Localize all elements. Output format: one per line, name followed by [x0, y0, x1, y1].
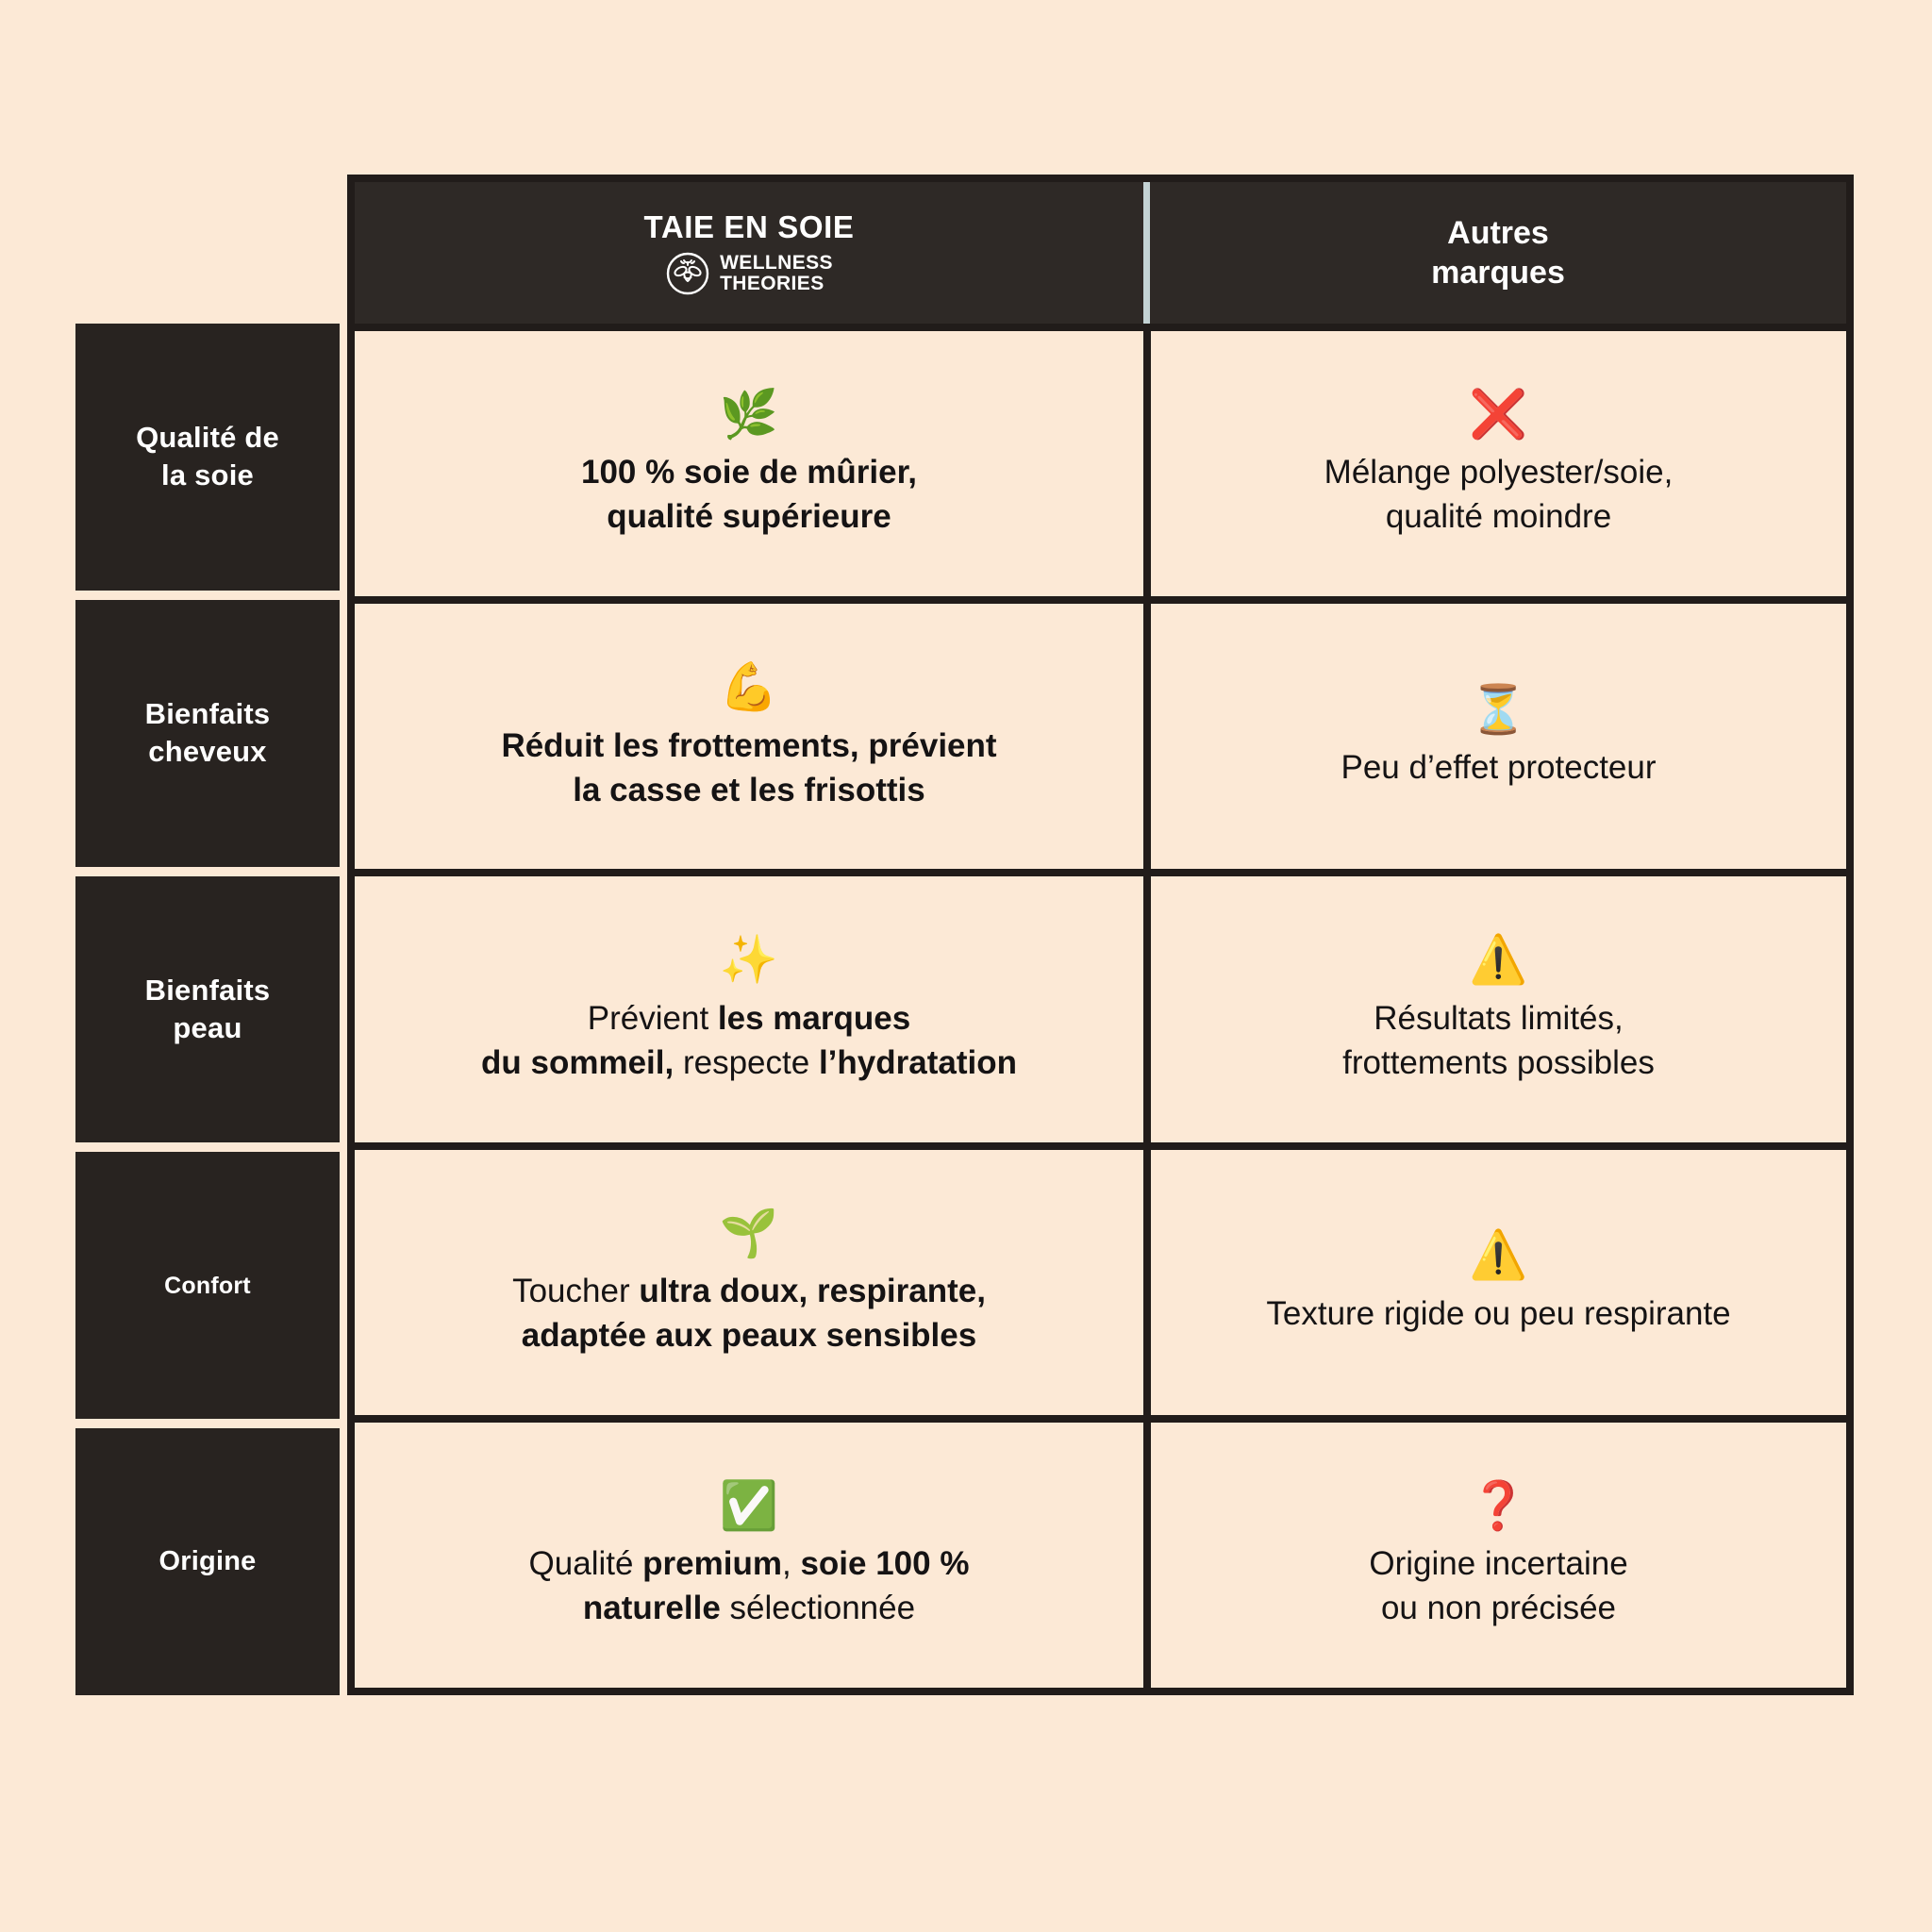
comparison-table: TAIE EN SOIE — [347, 175, 1854, 1695]
cell-text: 100 % soie de mûrier,qualité supérieure — [580, 454, 917, 536]
cell-cheveux-others: ⏳ Peu d’effet protecteur — [1143, 596, 1846, 870]
brand-line1: WELLNESS — [720, 251, 833, 274]
row-label-column: Qualité de la soie Bienfaits cheveux Bie… — [75, 324, 340, 1695]
bee-in-circle-icon — [665, 251, 710, 296]
row-label-bienfaits-cheveux: Bienfaits cheveux — [75, 599, 340, 867]
cell-text: Qualité premium, soie 100 %naturelle sél… — [528, 1545, 970, 1627]
cell-origine-ours: ✅ Qualité premium, soie 100 %naturelle s… — [355, 1414, 1143, 1688]
row-label-qualite-soie: Qualité de la soie — [75, 324, 340, 591]
check-mark-button-emoji: ✅ — [719, 1478, 779, 1532]
cell-text: Peu d’effet protecteur — [1341, 749, 1657, 787]
brand-text: WELLNESS THEORIES — [720, 251, 833, 294]
red-question-mark-emoji: ❓ — [1469, 1478, 1528, 1532]
cell-text: Origine incertaine ou non précisée — [1369, 1545, 1628, 1627]
flexed-biceps-emoji: 💪 — [719, 660, 779, 714]
row-label-bienfaits-peau: Bienfaits peau — [75, 875, 340, 1143]
brand-lockup: WELLNESS THEORIES — [665, 251, 833, 296]
cell-qualite-others: ❌ Mélange polyester/soie, qualité moindr… — [1143, 324, 1846, 597]
others-title: Autres marques — [1431, 214, 1565, 291]
row-label-confort: Confort — [75, 1152, 340, 1420]
warning-emoji: ⚠️ — [1469, 933, 1528, 987]
herb-emoji: 🌿 — [719, 387, 779, 441]
cross-mark-emoji: ❌ — [1469, 387, 1528, 441]
cell-text: Résultats limités, frottements possibles — [1342, 999, 1655, 1081]
seedling-emoji: 🌱 — [719, 1206, 779, 1259]
ours-title: TAIE EN SOIE — [643, 209, 855, 244]
cell-text: Toucher ultra doux, respirante,adaptée a… — [512, 1273, 986, 1354]
cell-text: Mélange polyester/soie, qualité moindre — [1324, 454, 1674, 536]
cell-text: Texture rigide ou peu respirante — [1266, 1294, 1731, 1332]
brand-line2: THEORIES — [720, 273, 824, 294]
column-header-others: Autres marques — [1143, 182, 1846, 324]
cell-peau-others: ⚠️ Résultats limités, frottements possib… — [1143, 869, 1846, 1142]
sparkles-emoji: ✨ — [719, 933, 779, 987]
cell-origine-others: ❓ Origine incertaine ou non précisée — [1143, 1414, 1846, 1688]
column-header-ours: TAIE EN SOIE — [355, 182, 1143, 324]
cell-confort-others: ⚠️ Texture rigide ou peu respirante — [1143, 1141, 1846, 1415]
hourglass-emoji: ⏳ — [1469, 682, 1528, 736]
row-label-origine: Origine — [75, 1428, 340, 1695]
cell-qualite-ours: 🌿 100 % soie de mûrier,qualité supérieur… — [355, 324, 1143, 596]
warning-emoji: ⚠️ — [1469, 1228, 1528, 1281]
cell-confort-ours: 🌱 Toucher ultra doux, respirante,adaptée… — [355, 1141, 1143, 1415]
